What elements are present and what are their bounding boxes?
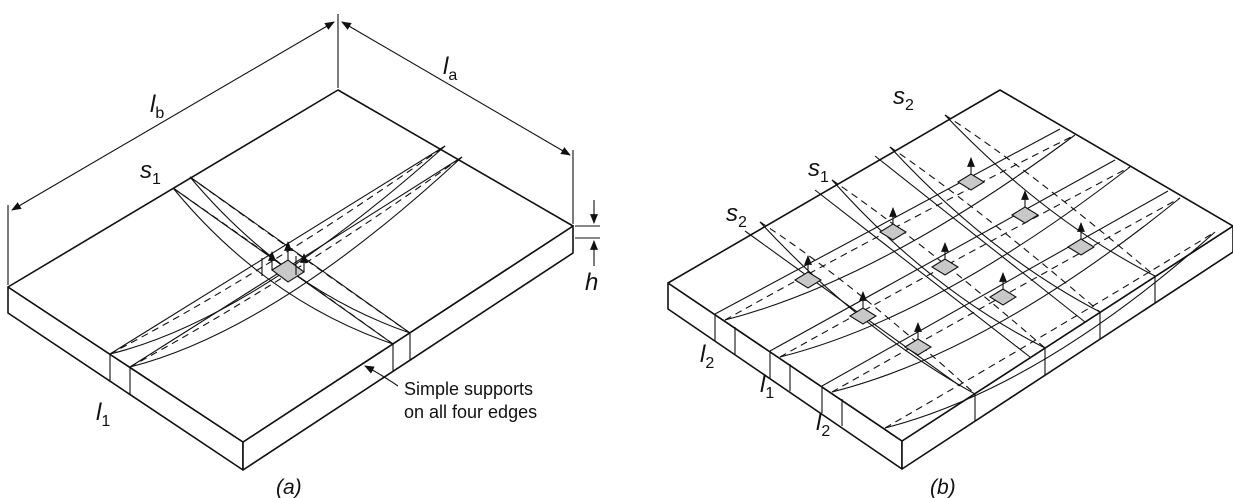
s2-label-top: s2: [893, 83, 914, 114]
strip-l1-dashed-right: [129, 156, 463, 368]
strip-l1b-dashed: [779, 166, 1131, 358]
strip-edge-b3: [821, 190, 1169, 387]
strip-l2a-deflected: [724, 134, 1076, 321]
la-label: la: [443, 53, 457, 84]
strip-l1b-deflected: [779, 166, 1131, 358]
panel-b: s2 s1 s2 l2 l1 l2 (b): [667, 83, 1233, 498]
s1-label-b: s1: [808, 155, 829, 186]
strip-s1-deflected-left: [172, 187, 394, 345]
panel-a: lb la s1 l1 h Simple supports on all fou…: [7, 14, 600, 498]
l1-label-a: l1: [96, 399, 110, 430]
strip-l1-deflected-right: [129, 156, 463, 368]
support-note-line1: Simple supports: [404, 379, 533, 399]
intersection-element-b4: [878, 223, 908, 241]
h-label: h: [585, 269, 598, 296]
strip-l-extra-deflected: [884, 231, 1216, 429]
intersection-element-b3: [903, 338, 933, 356]
intersection-element-b1: [793, 271, 823, 289]
lb-label: lb: [150, 91, 164, 122]
la-dimension-line: [341, 21, 571, 156]
s1-label-a: s1: [140, 157, 161, 188]
strip-s2a-dashed: [759, 221, 976, 395]
intersection-element-b2: [848, 307, 878, 325]
strip-l1-deflected-left: [109, 145, 446, 355]
lb-dimension-line: [11, 21, 335, 211]
strip-s2b-dashed: [889, 146, 1101, 313]
l2-label-right: l2: [816, 409, 830, 440]
caption-a: (a): [276, 476, 302, 498]
l1-label-b: l1: [760, 371, 774, 402]
strip-s-extra-deflected: [944, 114, 1156, 277]
support-note-line2: on all four edges: [404, 402, 537, 422]
strip-l1-edge-left: [109, 145, 446, 355]
strip-edge-b6: [874, 155, 1086, 323]
strip-s-extra-dashed: [944, 114, 1156, 277]
intersection-element-b6: [988, 288, 1018, 306]
strip-edge-b4: [744, 230, 961, 387]
strip-edge-b1: [714, 128, 1061, 315]
strip-s1b-deflected: [831, 179, 1046, 349]
intersection-element-b5: [930, 258, 960, 276]
intersection-element-b7: [956, 173, 986, 191]
strip-s2b-deflected: [889, 146, 1101, 313]
caption-b: (b): [930, 476, 956, 498]
s2-label-left: s2: [726, 200, 747, 231]
strip-l2b-deflected: [831, 197, 1181, 393]
strip-edge-b2: [769, 159, 1116, 352]
strip-edge-b5: [814, 189, 1031, 358]
strip-l-extra-dashed: [884, 231, 1216, 429]
intersection-element-b9: [1066, 238, 1096, 256]
l2-label-left: l2: [700, 341, 714, 372]
strip-s1b-dashed: [831, 179, 1046, 349]
intersection-element-b8: [1010, 206, 1040, 224]
support-leader-arrow: [364, 365, 399, 387]
strip-l1-dashed-left: [109, 145, 446, 355]
